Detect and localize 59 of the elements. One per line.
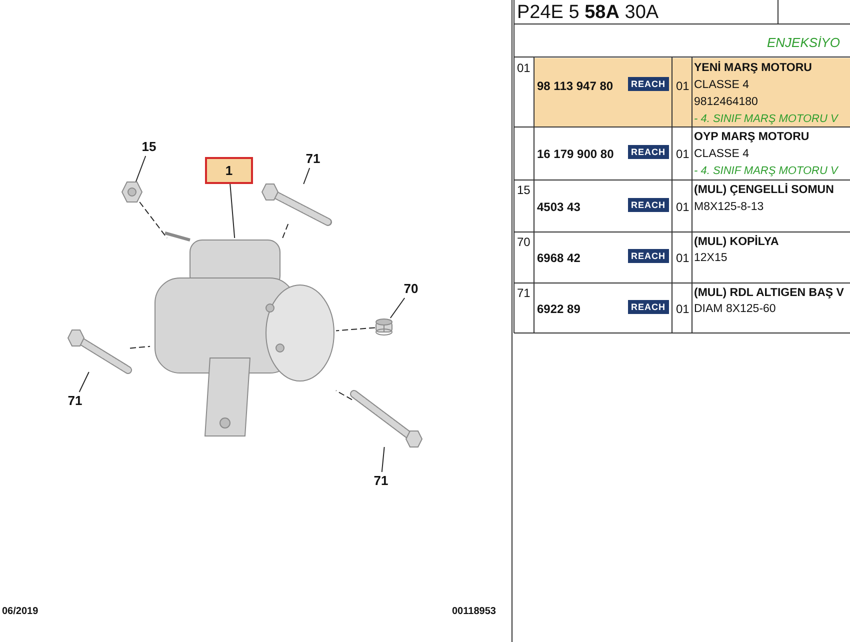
callout-number: 71 [368, 472, 394, 490]
callout-number: 71 [300, 150, 326, 168]
date-text: 06/2019 [2, 605, 38, 619]
callout-number: 15 [137, 138, 161, 156]
assembly-line [336, 327, 376, 332]
callout-number: 1 [205, 157, 253, 184]
reference-number: 6922 89 [537, 302, 580, 317]
reference-number: 6968 42 [537, 251, 580, 266]
callout-number: 71 [62, 392, 88, 410]
description-text: 9812464180 [694, 95, 758, 110]
leader-line [135, 156, 146, 182]
drawing-number: 00118953 [452, 605, 496, 619]
leader-line [381, 446, 385, 472]
description-text: M8X125-8-13 [694, 200, 764, 215]
assembly-line [139, 202, 168, 238]
callout-number: 70 [398, 280, 424, 298]
reference-number: 98 113 947 80 [537, 79, 614, 94]
part-code-header: P24E 5 58A 30A [517, 2, 659, 24]
part-name: (MUL) RDL ALTIGEN BAŞ V [694, 286, 844, 301]
bolt-drawing [350, 390, 423, 448]
reach-badge: REACH [628, 300, 669, 314]
leader-line [230, 184, 236, 238]
bolt-drawing [67, 330, 132, 374]
assembly-line [336, 390, 352, 400]
quantity: 01 [676, 200, 690, 215]
nut-drawing [121, 182, 143, 202]
reach-badge: REACH [628, 198, 669, 212]
assembly-line [130, 346, 150, 349]
bolt-drawing [261, 184, 332, 226]
position-number: 70 [517, 235, 530, 250]
quantity: 01 [676, 79, 690, 94]
description-text: 12X15 [694, 251, 728, 266]
reference-number: 16 179 900 80 [537, 147, 614, 162]
position-number: 15 [517, 183, 530, 198]
reach-badge: REACH [628, 145, 669, 159]
section-title: ENJEKSİYO [767, 35, 840, 50]
quantity: 01 [676, 147, 690, 162]
part-name: OYP MARŞ MOTORU [694, 130, 810, 145]
description-text: CLASSE 4 [694, 147, 749, 162]
leader-line [303, 168, 310, 184]
part-name: YENİ MARŞ MOTORU [694, 61, 812, 76]
quantity: 01 [676, 302, 690, 317]
part-name: (MUL) KOPİLYA [694, 235, 779, 250]
reference-number: 4503 43 [537, 200, 580, 215]
pin-drawing [376, 318, 392, 336]
leader-line [390, 298, 406, 318]
note-text: - 4. SINIF MARŞ MOTORU V [694, 112, 838, 127]
reach-badge: REACH [628, 249, 669, 263]
starter-motor-drawing [154, 232, 334, 436]
note-text: - 4. SINIF MARŞ MOTORU V [694, 164, 838, 179]
position-number: 01 [517, 61, 530, 76]
description-text: DIAM 8X125-60 [694, 302, 776, 317]
position-number: 71 [517, 286, 530, 301]
description-text: CLASSE 4 [694, 78, 749, 93]
quantity: 01 [676, 251, 690, 266]
leader-line [78, 372, 90, 392]
reach-badge: REACH [628, 77, 669, 91]
part-name: (MUL) ÇENGELLİ SOMUN [694, 183, 834, 198]
assembly-line [282, 224, 289, 238]
